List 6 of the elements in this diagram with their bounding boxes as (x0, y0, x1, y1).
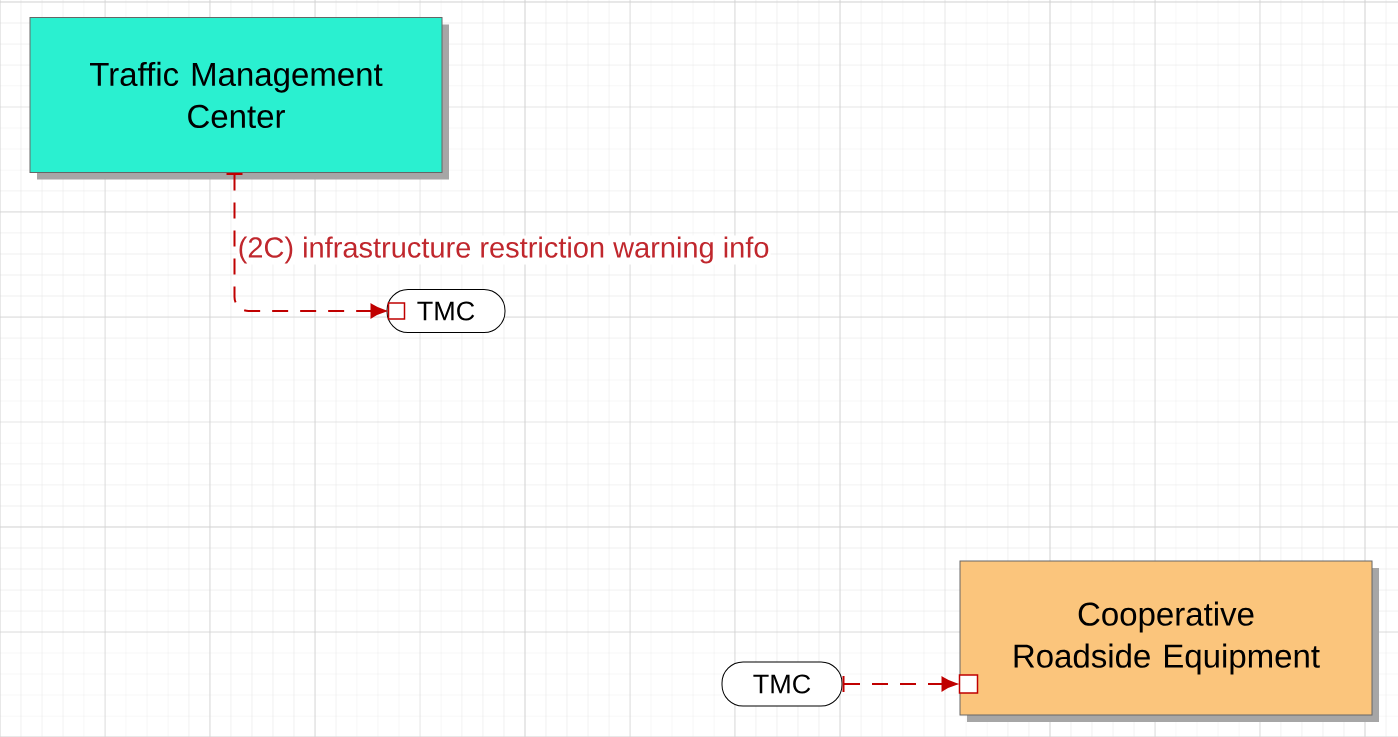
arrow (225, 173, 386, 319)
edge-label: (2C) infrastructure restriction warning info (239, 236, 769, 264)
arrow (842, 675, 957, 693)
system-box: Traffic Management Center (29, 17, 449, 180)
system-box: Cooperative Roadside Equipment (959, 560, 1379, 722)
terminator: TMC (721, 661, 843, 707)
